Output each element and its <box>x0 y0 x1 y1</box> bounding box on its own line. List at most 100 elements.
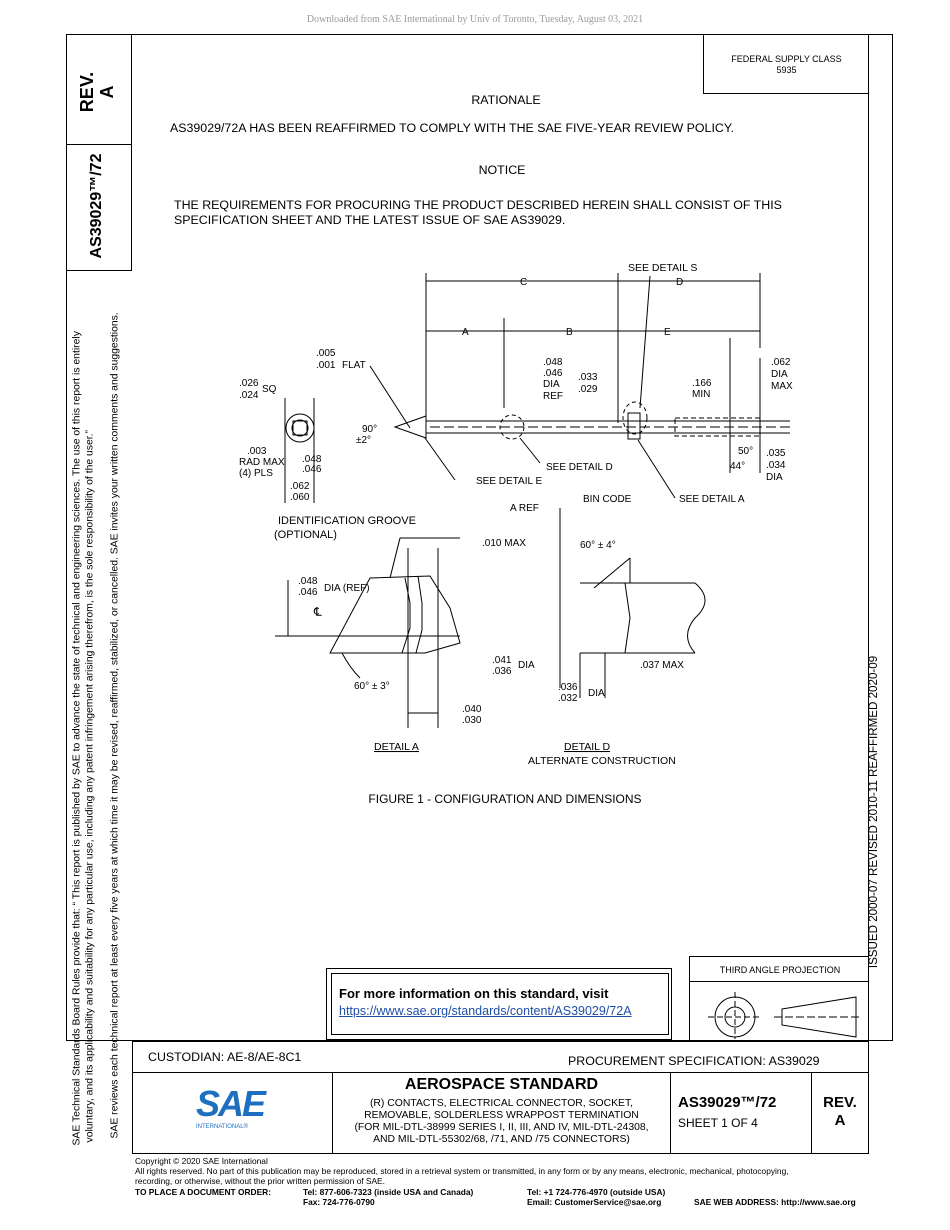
sae-logo: SAE INTERNATIONAL® <box>196 1086 286 1136</box>
detail-a-angle-arc <box>341 652 361 679</box>
doc-number: AS39029™/72 <box>678 1094 777 1111</box>
figure-caption: FIGURE 1 - CONFIGURATION AND DIMENSIONS <box>368 792 642 806</box>
footer-email[interactable]: Email: CustomerService@sae.org <box>527 1197 662 1207</box>
footer-rights2: recording, or otherwise, without the pri… <box>135 1176 385 1186</box>
detail-a-groove-2 <box>415 575 423 654</box>
side-note-line2: voluntary, and its applicability and sui… <box>84 429 96 1143</box>
label-dia-ref-a: DIA (REF) <box>324 583 370 594</box>
label-046-ref: .046 <box>543 368 563 379</box>
label-003: .003 <box>247 446 267 457</box>
label-rad-max: RAD MAX <box>239 457 285 468</box>
footer-rights1: All rights reserved. No part of this pub… <box>135 1166 789 1176</box>
projection-box: THIRD ANGLE PROJECTION <box>689 956 869 1042</box>
info-text: For more information on this standard, v… <box>339 986 609 1001</box>
label-dia-062: DIA <box>771 369 788 380</box>
label-see-detail-e: SEE DETAIL E <box>476 476 542 487</box>
label-010-max: .010 MAX <box>482 538 526 549</box>
label-dia-041: DIA <box>518 660 535 671</box>
label-c: C <box>520 277 527 288</box>
label-ref: REF <box>543 391 563 402</box>
label-034: .034 <box>766 460 786 471</box>
title-line1: (R) CONTACTS, ELECTRICAL CONNECTOR, SOCK… <box>369 1098 634 1109</box>
label-min: MIN <box>692 389 710 400</box>
left-rev-label: REV. <box>77 71 97 113</box>
label-pls: (4) PLS <box>239 468 273 479</box>
label-062b: .062 <box>290 481 310 492</box>
label-dia-036: DIA <box>588 688 605 699</box>
custodian: CUSTODIAN: AE-8/AE-8C1 <box>148 1050 302 1064</box>
label-e: E <box>664 327 671 338</box>
label-d: D <box>676 277 683 288</box>
footer-web-address[interactable]: SAE WEB ADDRESS: http://www.sae.org <box>694 1197 856 1207</box>
label-029: .029 <box>578 384 598 395</box>
leader-detail-e <box>424 437 456 481</box>
leader-flat <box>369 365 411 429</box>
detail-a-body <box>329 575 461 654</box>
detail-d-tip <box>580 582 631 654</box>
detail-a-slope <box>389 537 401 579</box>
left-box-rule <box>66 144 132 145</box>
label-b: B <box>566 327 573 338</box>
tip-point <box>393 415 427 439</box>
title-block-div3 <box>811 1073 812 1154</box>
projection-symbol-icon <box>708 992 862 1039</box>
projection-rule <box>690 981 869 982</box>
label-a: A <box>462 327 469 338</box>
sae-logo-letters: SAE <box>196 1083 266 1124</box>
label-032: .032 <box>558 693 578 704</box>
title-block-bottom <box>132 1153 869 1154</box>
right-strip-divider <box>868 34 869 1041</box>
rev-value: A <box>834 1112 846 1129</box>
label-sq: SQ <box>262 384 277 395</box>
notice-heading: NOTICE <box>478 163 526 177</box>
title-line2: REMOVABLE, SOLDERLESS WRAPPOST TERMINATI… <box>364 1110 639 1121</box>
label-060: .060 <box>290 492 310 503</box>
label-046b: .046 <box>302 464 322 475</box>
label-44: 44° <box>730 461 745 472</box>
label-90: 90° <box>362 424 377 435</box>
footer-tel-outside: Tel: +1 724-776-4970 (outside USA) <box>527 1187 666 1197</box>
side-note-line3: SAE reviews each technical report at lea… <box>109 312 121 1139</box>
label-detail-a: DETAIL A <box>374 741 419 753</box>
standard-link[interactable]: https://www.sae.org/standards/content/AS… <box>339 1004 632 1018</box>
footer-copyright: Copyright © 2020 SAE International <box>135 1156 268 1166</box>
label-centerline: ℄ <box>313 605 322 619</box>
label-024: .024 <box>239 390 259 401</box>
title-block-top <box>132 1072 869 1073</box>
footer-tel-usa: Tel: 877-606-7323 (inside USA and Canada… <box>303 1187 474 1197</box>
projection-label: THIRD ANGLE PROJECTION <box>719 965 841 975</box>
page-frame <box>66 34 893 1041</box>
sheet-number: SHEET 1 OF 4 <box>678 1116 758 1130</box>
label-033: .033 <box>578 372 598 383</box>
label-037-max: .037 MAX <box>640 660 684 671</box>
label-030: .030 <box>462 715 482 726</box>
notice-line2: SPECIFICATION SHEET AND THE LATEST ISSUE… <box>174 213 566 227</box>
label-041: .041 <box>492 655 512 666</box>
label-see-detail-a: SEE DETAIL A <box>679 494 745 505</box>
label-alternate-construction: ALTERNATE CONSTRUCTION <box>528 755 676 767</box>
federal-supply-box: FEDERAL SUPPLY CLASS 5935 <box>703 34 869 94</box>
federal-supply-line2: 5935 <box>776 65 797 75</box>
label-60-4: 60° ± 4° <box>580 540 616 551</box>
rationale-heading: RATIONALE <box>471 93 541 107</box>
label-detail-d: DETAIL D <box>564 741 611 753</box>
info-box-inner <box>331 973 669 1035</box>
end-view-inner <box>291 419 309 437</box>
end-view-square <box>292 420 308 436</box>
left-box-edge <box>66 34 67 270</box>
label-id-groove-optional: (OPTIONAL) <box>274 529 337 541</box>
detail-d-angle <box>593 557 631 589</box>
side-note-line1: SAE Technical Standards Board Rules prov… <box>71 331 83 1146</box>
detail-a-circle <box>622 401 648 435</box>
label-flat: FLAT <box>342 360 366 371</box>
left-rev-block: REV. A <box>77 61 121 123</box>
leader-detail-d <box>519 437 541 464</box>
sae-logo-sub: INTERNATIONAL® <box>196 1124 248 1130</box>
footer: Copyright © 2020 SAE International All r… <box>135 1156 895 1186</box>
title-block-div2 <box>670 1073 671 1154</box>
label-see-detail-s: SEE DETAIL S <box>628 262 697 274</box>
leader-detail-s <box>639 275 651 409</box>
label-50: 50° <box>738 446 753 457</box>
title-line3: (FOR MIL-DTL-38999 SERIES I, II, III, AN… <box>354 1122 649 1133</box>
download-notice: Downloaded from SAE International by Uni… <box>306 14 644 25</box>
